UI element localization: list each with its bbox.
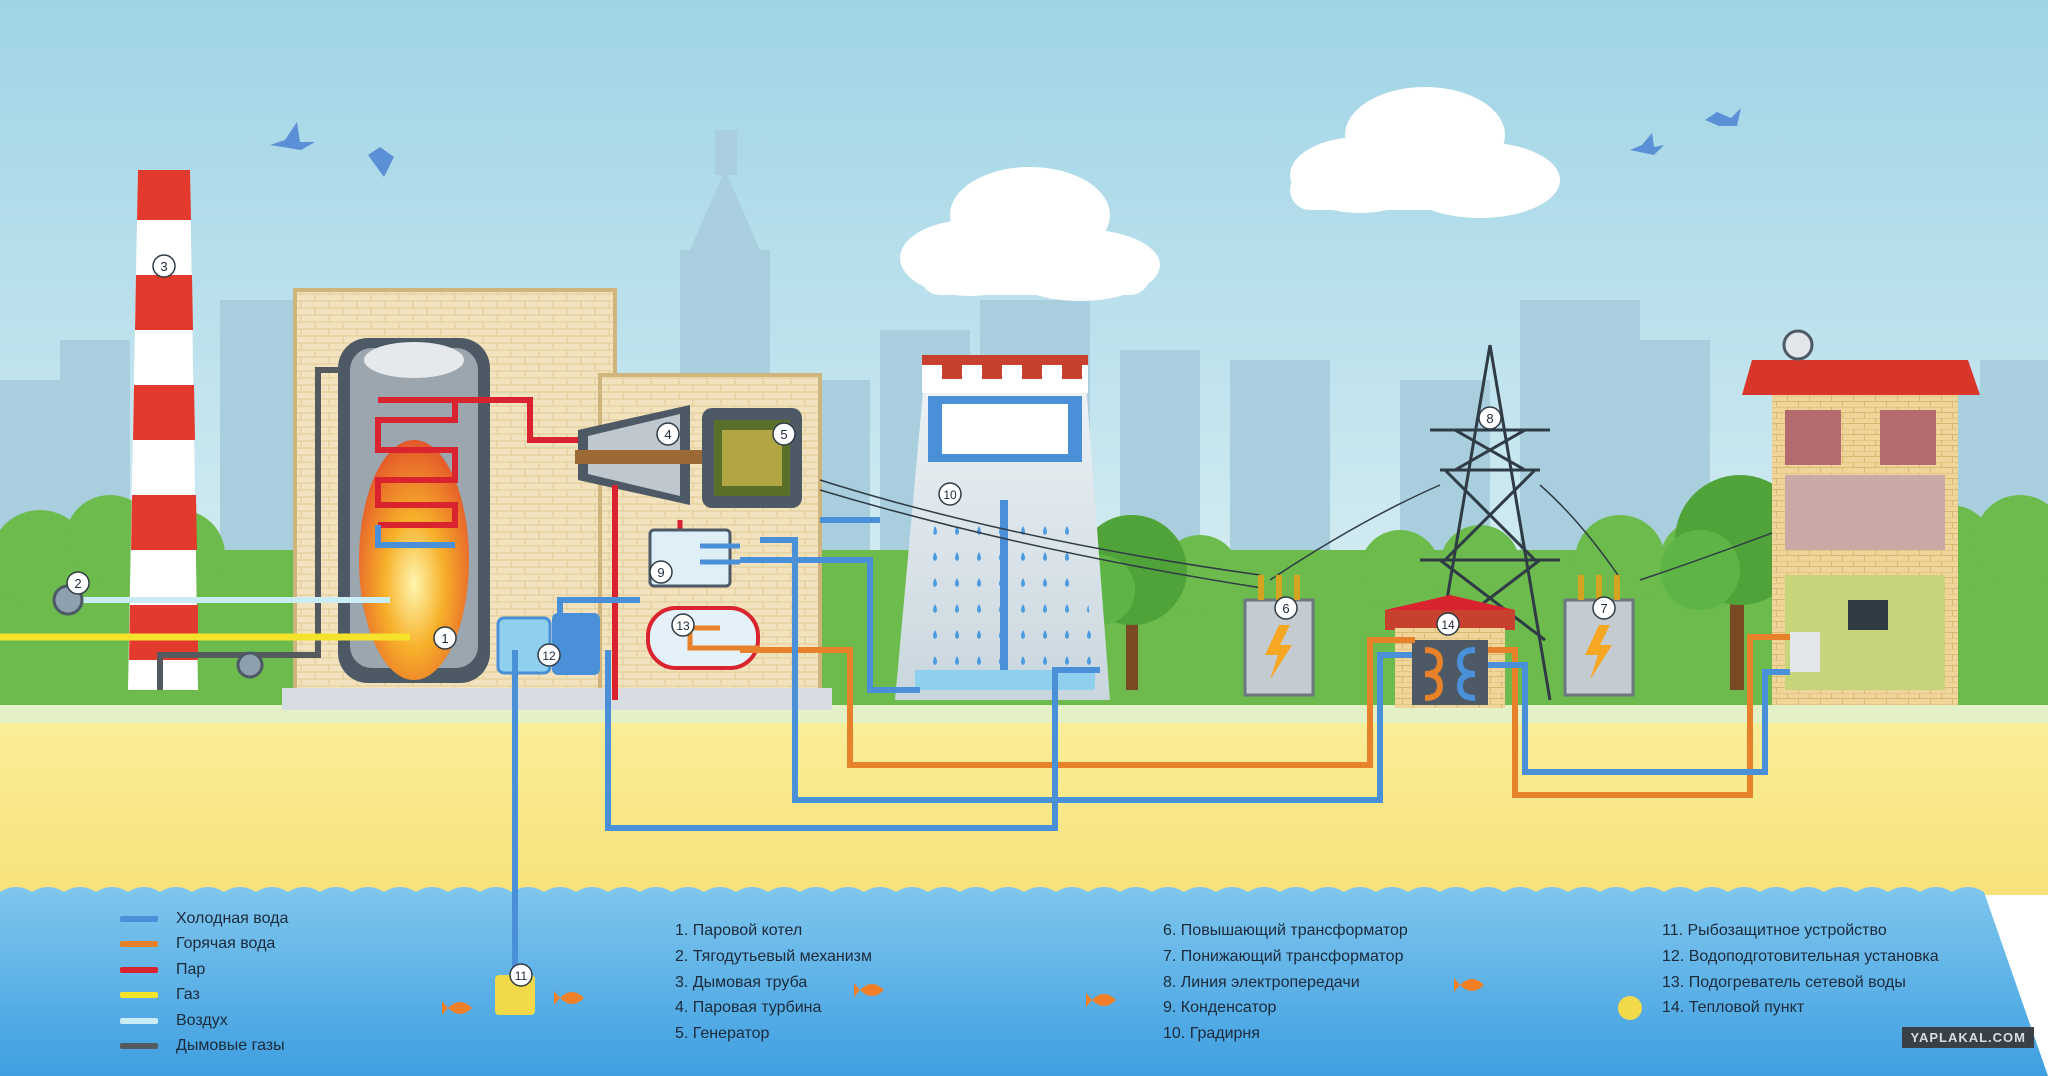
component-item: 1. Паровой котел	[675, 922, 803, 939]
component-item: 12. Водоподготовительная установка	[1662, 947, 1939, 965]
svg-text:2: 2	[74, 576, 81, 591]
marker-7: 7	[1592, 596, 1616, 620]
legend-swatch	[120, 992, 158, 999]
marker-5: 5	[772, 422, 796, 446]
marker-6: 6	[1274, 596, 1298, 620]
component-item: 4. Паровая турбина	[675, 999, 822, 1017]
marker-2: 2	[66, 571, 90, 595]
component-item: 9. Конденсатор	[1163, 999, 1277, 1017]
legend-swatch	[120, 915, 158, 922]
component-item: 6. Повышающий трансформатор	[1163, 922, 1408, 939]
component-item: 10. Градирня	[1163, 1025, 1260, 1043]
legend-swatch	[120, 941, 158, 948]
marker-4: 4	[656, 422, 680, 446]
legend: Холодная вода Горячая вода Пар Газ Возду…	[120, 906, 420, 1059]
legend-item: Холодная вода	[120, 906, 420, 932]
marker-1: 1	[433, 626, 457, 650]
boiler	[338, 338, 490, 683]
legend-swatch	[120, 966, 158, 973]
power-lines	[819, 479, 1781, 589]
legend-item: Пар	[120, 957, 420, 983]
svg-text:11: 11	[515, 969, 528, 983]
marker-14: 14	[1436, 612, 1460, 636]
marker-12: 12	[537, 643, 561, 667]
legend-item: Дымовые газы	[120, 1034, 420, 1060]
marker-11: 11	[509, 963, 533, 987]
svg-text:9: 9	[657, 565, 664, 580]
legend-item: Газ	[120, 983, 420, 1009]
svg-text:6: 6	[1282, 601, 1289, 616]
marker-10: 10	[938, 482, 962, 506]
cooling-tower	[895, 355, 1110, 700]
component-item: 7. Понижающий трансформатор	[1163, 947, 1404, 965]
component-list-2: 6. Повышающий трансформатор 7. Понижающи…	[1163, 918, 1408, 1047]
marker-13: 13	[671, 613, 695, 637]
component-list-1: 1. Паровой котел 2. Тягодутьевый механиз…	[675, 918, 872, 1047]
clouds	[900, 87, 1560, 301]
step-up-transformer	[1243, 575, 1315, 697]
svg-text:8: 8	[1486, 411, 1493, 426]
svg-text:5: 5	[780, 427, 787, 442]
legend-swatch	[120, 1017, 158, 1024]
component-item: 2. Тягодутьевый механизм	[675, 947, 873, 965]
component-list-3: 11. Рыбозащитное устройство 12. Водоподг…	[1662, 918, 1939, 1021]
marker-8: 8	[1478, 406, 1502, 430]
district-pipes	[512, 517, 1790, 985]
svg-text:14: 14	[1441, 618, 1455, 632]
component-item: 13. Подогреватель сетевой воды	[1662, 973, 1906, 991]
component-item: 3. Дымовая труба	[675, 973, 808, 991]
network-heater	[646, 606, 760, 670]
water-treatment	[496, 613, 600, 675]
legend-label: Газ	[176, 986, 200, 1004]
component-item: 5. Генератор	[675, 1025, 770, 1043]
marker-9: 9	[649, 560, 673, 584]
marker-3: 3	[152, 254, 176, 278]
legend-item: Горячая вода	[120, 932, 420, 958]
component-item: 11. Рыбозащитное устройство	[1662, 922, 1887, 939]
watermark: YAPLAKAL.COM	[1902, 1027, 2034, 1048]
component-item: 14. Тепловой пункт	[1662, 999, 1805, 1017]
residential-house	[1742, 329, 1980, 705]
svg-text:3: 3	[160, 259, 167, 274]
svg-text:1: 1	[441, 631, 448, 646]
svg-text:4: 4	[664, 427, 671, 442]
svg-text:12: 12	[542, 649, 556, 663]
legend-label: Пар	[176, 960, 206, 978]
legend-label: Холодная вода	[176, 909, 289, 927]
birds	[270, 108, 1741, 177]
svg-text:7: 7	[1600, 601, 1607, 616]
legend-label: Горячая вода	[176, 935, 276, 953]
legend-label: Дымовые газы	[176, 1037, 285, 1055]
legend-swatch	[120, 1043, 158, 1050]
component-item: 8. Линия электропередачи	[1163, 973, 1360, 991]
svg-text:10: 10	[943, 488, 957, 502]
chimney	[128, 170, 198, 690]
transmission-pylon	[1420, 344, 1560, 701]
component-markers: 1 2 3 4 5 6 7 8 9 10 11 12 13 14	[66, 254, 1616, 987]
legend-item: Воздух	[120, 1008, 420, 1034]
svg-text:13: 13	[676, 619, 690, 633]
legend-label: Воздух	[176, 1011, 228, 1029]
